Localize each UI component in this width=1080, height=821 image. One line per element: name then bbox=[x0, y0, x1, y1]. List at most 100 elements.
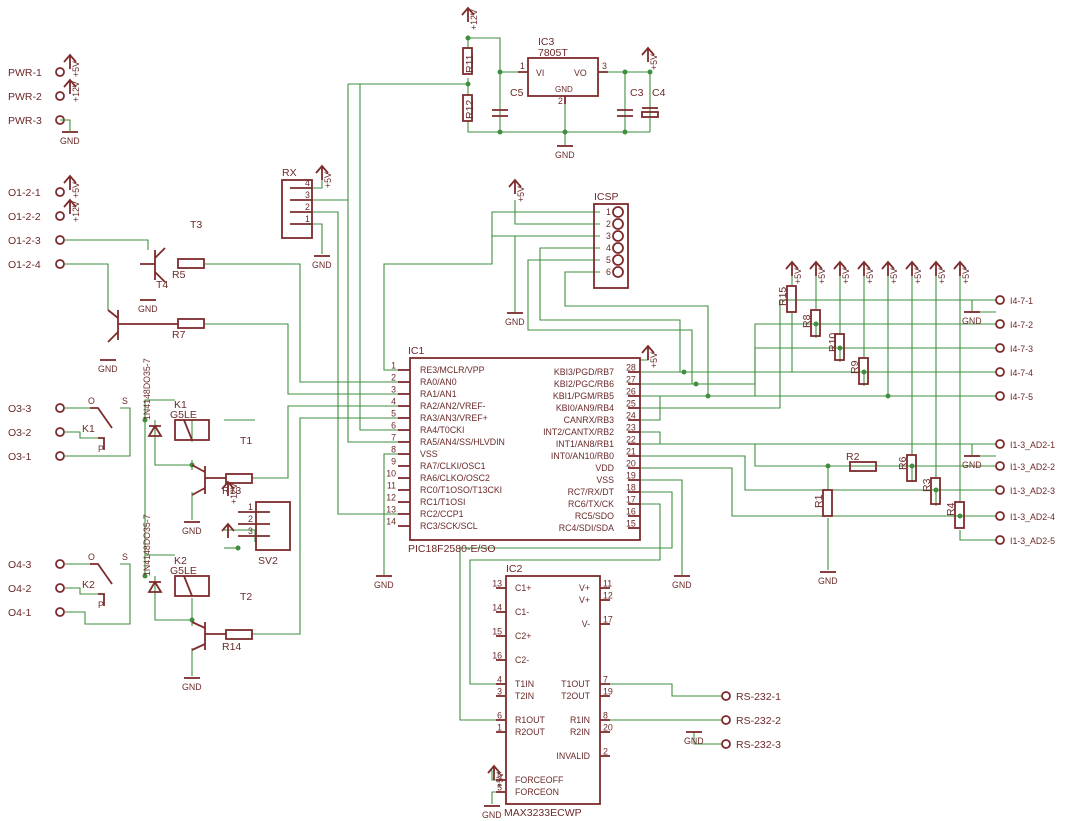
ground-label: GND bbox=[98, 364, 118, 374]
connector-label: O3-3 bbox=[8, 403, 32, 415]
ic1-pin-number: 13 bbox=[386, 505, 396, 515]
ic1-pin-label: RA3/AN3/VREF+ bbox=[420, 413, 488, 423]
ic1-pin-label: RA6/CLKO/OSC2 bbox=[420, 473, 490, 483]
connector-label: O4-1 bbox=[8, 607, 32, 619]
ground-label: GND bbox=[182, 526, 202, 536]
ic1-pin-number: 11 bbox=[387, 481, 396, 491]
supply-arrow bbox=[785, 260, 799, 276]
ic2-pin-label: T1IN bbox=[515, 679, 534, 689]
diode-d1-label: 1N4148DO35-7 bbox=[142, 358, 152, 420]
ic1-pin-number: 3 bbox=[391, 385, 396, 395]
ic2-pin-number: 2 bbox=[603, 747, 608, 757]
connector-pad bbox=[55, 187, 65, 197]
ic1-pin-number: 5 bbox=[391, 409, 396, 419]
junction-dots bbox=[142, 35, 963, 623]
ic1-pin-label: RC2/CCP1 bbox=[420, 509, 464, 519]
ic2-pin-label: V+ bbox=[579, 583, 590, 593]
ic1-pin-label: RA4/T0CKI bbox=[420, 425, 465, 435]
ground-label: GND bbox=[482, 810, 502, 820]
ic1-pin-number: 1 bbox=[391, 361, 396, 371]
supply-label: +5V bbox=[516, 186, 526, 202]
resistor-r15: R15 bbox=[777, 287, 789, 306]
ic1-pin-label: RC7/RX/DT bbox=[568, 487, 615, 497]
supply-arrow bbox=[857, 260, 871, 276]
sv2-header: SV2 123 bbox=[238, 501, 291, 567]
ic1-pin-label: RC1/T1OSI bbox=[420, 497, 465, 507]
ground-label: GND bbox=[672, 580, 692, 590]
ic1-pin-label: RC5/SDO bbox=[575, 511, 614, 521]
ic2-pin-number: 16 bbox=[492, 651, 502, 661]
supply-label: +5V bbox=[865, 268, 875, 284]
resistor-r12: R12 bbox=[464, 100, 476, 119]
connector-pad bbox=[995, 535, 1005, 545]
supply-label: +5V bbox=[841, 268, 851, 284]
relays: K1 G5LE K1 K2 G5LE K2 O S P O S P bbox=[82, 396, 210, 610]
icsp-pin-number: 5 bbox=[606, 255, 611, 265]
capacitor-c4: C4 bbox=[652, 87, 666, 99]
rx-pin-number: 4 bbox=[305, 178, 310, 188]
ic2-pin-number: 20 bbox=[603, 723, 613, 733]
supply-label: +5V bbox=[649, 54, 659, 70]
sv2-pin-number: 3 bbox=[248, 526, 253, 536]
ic2-pin-number: 5 bbox=[497, 771, 502, 781]
connector-label: O1-2-4 bbox=[8, 259, 41, 271]
resistor-r10: R10 bbox=[827, 333, 839, 352]
connector-label: I4-7-3 bbox=[1010, 344, 1033, 354]
connector-pad bbox=[55, 583, 65, 593]
transistor-t2-label: T2 bbox=[240, 591, 252, 603]
transistor-t3-label: T3 bbox=[190, 219, 202, 231]
icsp-pin-pad bbox=[612, 266, 624, 278]
sv2-pin-number: 2 bbox=[248, 514, 253, 524]
connector-label: I1-3_AD2-4 bbox=[1010, 512, 1055, 522]
ic3-voltage-regulator: IC3 7805T VI VO GND 1 2 3 bbox=[518, 36, 608, 106]
icsp-pin-number: 1 bbox=[606, 207, 611, 217]
ic1-pin-label: RC6/TX/CK bbox=[568, 499, 614, 509]
icsp-pin-pad bbox=[612, 206, 624, 218]
ic2-part: MAX3233ECWP bbox=[504, 807, 582, 819]
rs232-label: RS-232-1 bbox=[736, 691, 781, 703]
supply-label: +5V bbox=[913, 268, 923, 284]
ic1-pin-label: RA5/AN4/SS/HLVDIN bbox=[420, 437, 505, 447]
connector-pad bbox=[55, 451, 65, 461]
ic2-pin-number: 15 bbox=[492, 627, 502, 637]
ic1-pin-number: 9 bbox=[391, 457, 396, 467]
ic1-pin-number: 20 bbox=[626, 459, 636, 469]
rs232-pad bbox=[721, 691, 731, 701]
supply-label: +12V bbox=[469, 9, 479, 30]
ground-label: GND bbox=[684, 736, 704, 746]
ic1-part: PIC18F2580-E/SO bbox=[408, 543, 496, 555]
ic3-gnd-label: GND bbox=[555, 85, 573, 94]
connector-pad bbox=[55, 91, 65, 101]
supply-label: +5V bbox=[889, 268, 899, 284]
ic2-pin-number: 6 bbox=[497, 711, 502, 721]
connector-label: I4-7-2 bbox=[1010, 320, 1033, 330]
ic2-pin-number: 3 bbox=[497, 687, 502, 697]
ic1-pin-number: 28 bbox=[626, 363, 636, 373]
ic3-part: 7805T bbox=[538, 47, 568, 59]
connector-pad bbox=[995, 511, 1005, 521]
connector-label: I1-3_AD2-1 bbox=[1010, 440, 1055, 450]
ic2-name: IC2 bbox=[506, 563, 523, 575]
ic2-pin-number: 13 bbox=[492, 579, 502, 589]
supply-arrow bbox=[905, 260, 919, 276]
resistor-r5: R5 bbox=[172, 269, 186, 281]
ground-label: GND bbox=[312, 260, 332, 270]
ic2-pin-label: C1+ bbox=[515, 583, 531, 593]
supply-label: +12V bbox=[229, 483, 239, 504]
ic1-pin-label: RA2/AN2/VREF- bbox=[420, 401, 486, 411]
ic1-pin-label: KBI1/PGM/RB5 bbox=[553, 391, 614, 401]
transistor-t1-label: T1 bbox=[240, 435, 252, 447]
ic1-name: IC1 bbox=[408, 345, 425, 357]
relay-k1-contact-label: K1 bbox=[82, 423, 95, 435]
supply-arrow bbox=[63, 53, 77, 69]
supply-arrow bbox=[809, 260, 823, 276]
connector-label: O3-2 bbox=[8, 427, 32, 439]
rs232-connectors: RS-232-1RS-232-2RS-232-3 bbox=[721, 691, 781, 751]
ground-label: GND bbox=[138, 304, 158, 314]
ic1-pin-number: 26 bbox=[626, 387, 636, 397]
ic2-pin-number: 19 bbox=[603, 687, 613, 697]
capacitor-c3: C3 bbox=[630, 87, 644, 99]
